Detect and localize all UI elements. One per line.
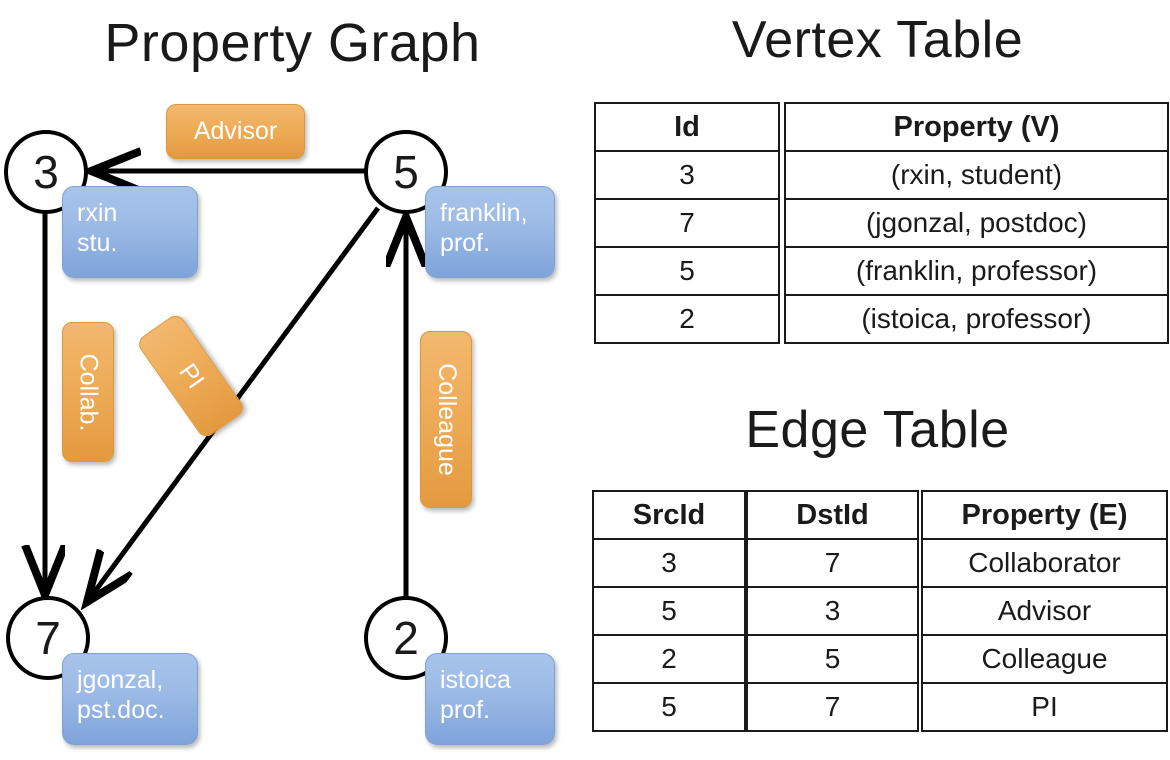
edge-table-header-property: Property (E)	[921, 490, 1168, 540]
table-row: Collaborator	[921, 538, 1168, 588]
edge-property-cell: Advisor	[921, 586, 1168, 636]
edge-src-cell: 2	[592, 634, 746, 684]
vertex-table: Id 3 7 5 2 Property (V) (rxin, student) …	[594, 102, 1169, 344]
table-row: 2	[592, 634, 746, 684]
table-header-row: Id	[594, 102, 780, 152]
table-row: (franklin, professor)	[784, 246, 1169, 296]
table-row: 5	[592, 586, 746, 636]
vertex-property-cell: (franklin, professor)	[784, 246, 1169, 296]
table-row: (istoica, professor)	[784, 294, 1169, 344]
table-row: 5	[746, 634, 919, 684]
vertex-property-box-7[interactable]: jgonzal, pst.doc.	[62, 653, 198, 745]
vertex-node-7-label: 7	[35, 612, 61, 664]
vertex-id-cell: 3	[594, 150, 780, 200]
edge-src-cell: 3	[592, 538, 746, 588]
vertex-table-id-column: Id 3 7 5 2	[594, 102, 780, 344]
property-graph-canvas: 3 5 7 2 rxin stu. franklin, prof. jgonza…	[4, 104, 555, 745]
vertex-property-5-line1: franklin,	[440, 199, 528, 227]
edge-dst-cell: 7	[746, 538, 919, 588]
table-header-row: Property (V)	[784, 102, 1169, 152]
table-row: 3	[746, 586, 919, 636]
vertex-table-header-property: Property (V)	[784, 102, 1169, 152]
edge-dst-cell: 7	[746, 682, 919, 732]
edge-dst-cell: 3	[746, 586, 919, 636]
vertex-property-7-line1: jgonzal,	[77, 666, 164, 694]
edge-label-pi-text: PI	[173, 358, 210, 394]
table-row: 7	[746, 682, 919, 732]
edge-property-cell: PI	[921, 682, 1168, 732]
edge-label-advisor[interactable]: Advisor	[166, 104, 305, 159]
vertex-node-5-label: 5	[393, 146, 419, 198]
edge-label-colleague[interactable]: Colleague	[420, 331, 472, 508]
edge-table-header-dstid: DstId	[746, 490, 919, 540]
edge-label-advisor-text: Advisor	[193, 117, 278, 145]
vertex-property-cell: (jgonzal, postdoc)	[784, 198, 1169, 248]
vertex-property-3-line1: rxin	[77, 199, 118, 227]
edge-src-cell: 5	[592, 586, 746, 636]
vertex-id-cell: 7	[594, 198, 780, 248]
page-title-vertex-table: Vertex Table	[731, 11, 1024, 69]
vertex-property-box-3[interactable]: rxin stu.	[62, 186, 198, 278]
table-row: PI	[921, 682, 1168, 732]
edge-table-property-column: Property (E) Collaborator Advisor Collea…	[921, 490, 1168, 732]
edge-table-header-srcid: SrcId	[592, 490, 746, 540]
edge-label-colleague-text: Colleague	[432, 363, 461, 476]
table-row: Colleague	[921, 634, 1168, 684]
table-row: (jgonzal, postdoc)	[784, 198, 1169, 248]
table-header-row: DstId	[746, 490, 919, 540]
table-row: 5	[592, 682, 746, 732]
edge-property-cell: Colleague	[921, 634, 1168, 684]
vertex-property-2-line1: istoica	[440, 666, 511, 694]
table-row: 3	[592, 538, 746, 588]
edge-table-srcid-column: SrcId 3 5 2 5	[592, 490, 746, 732]
edge-src-cell: 5	[592, 682, 746, 732]
page-title-edge-table: Edge Table	[745, 401, 1010, 459]
vertex-property-7-line2: pst.doc.	[77, 695, 165, 724]
edge-property-cell: Collaborator	[921, 538, 1168, 588]
vertex-property-cell: (rxin, student)	[784, 150, 1169, 200]
vertex-node-3-label: 3	[33, 146, 59, 198]
vertex-table-property-column: Property (V) (rxin, student) (jgonzal, p…	[784, 102, 1169, 344]
edge-label-collab-text: Collab.	[74, 353, 103, 431]
vertex-id-cell: 2	[594, 294, 780, 344]
edge-dst-cell: 5	[746, 634, 919, 684]
table-row: 2	[594, 294, 780, 344]
table-row: 5	[594, 246, 780, 296]
vertex-property-cell: (istoica, professor)	[784, 294, 1169, 344]
edge-table-dstid-column: DstId 7 3 5 7	[746, 490, 919, 732]
table-header-row: Property (E)	[921, 490, 1168, 540]
vertex-node-2-label: 2	[393, 612, 419, 664]
vertex-property-box-2[interactable]: istoica prof.	[425, 653, 555, 745]
table-row: Advisor	[921, 586, 1168, 636]
edge-label-collab[interactable]: Collab.	[62, 322, 114, 462]
vertex-table-header-id: Id	[594, 102, 780, 152]
table-row: (rxin, student)	[784, 150, 1169, 200]
table-row: 7	[746, 538, 919, 588]
table-header-row: SrcId	[592, 490, 746, 540]
vertex-property-box-5[interactable]: franklin, prof.	[425, 186, 555, 278]
edge-table: SrcId 3 5 2 5 DstId 7 3 5 7 Property (E)…	[592, 490, 1168, 732]
vertex-property-3-line2: stu.	[77, 228, 118, 257]
vertex-id-cell: 5	[594, 246, 780, 296]
table-row: 7	[594, 198, 780, 248]
vertex-property-2-line2: prof.	[440, 695, 491, 724]
table-row: 3	[594, 150, 780, 200]
page-title-property-graph: Property Graph	[104, 13, 481, 73]
vertex-property-5-line2: prof.	[440, 228, 491, 257]
vertex-node-2[interactable]: 2	[364, 596, 448, 680]
